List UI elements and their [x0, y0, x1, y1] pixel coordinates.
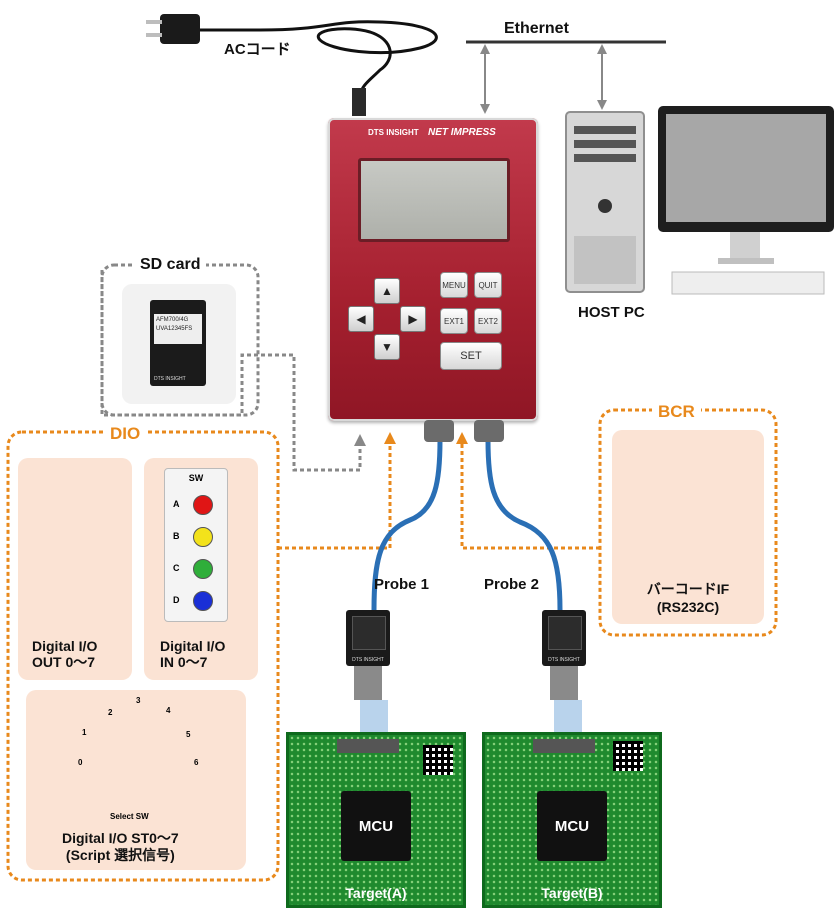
- probe2-brand: DTS INSIGHT: [548, 657, 580, 663]
- probe2-connector: [474, 420, 504, 442]
- switch-d-label: D: [173, 595, 180, 605]
- quit-button[interactable]: QUIT: [474, 272, 502, 298]
- target-a-label: Target(A): [345, 885, 407, 901]
- target-b-label: Target(B): [541, 885, 603, 901]
- ethernet-label: Ethernet: [504, 20, 569, 37]
- target-a-mcu-chip: MCU: [341, 791, 411, 861]
- rotary-pos-6: 6: [194, 758, 199, 767]
- dio-out-label: Digital I/O OUT 0〜7: [32, 638, 97, 670]
- probe2-label: Probe 2: [484, 576, 540, 593]
- ac-cord-label: ACコード: [224, 41, 291, 58]
- set-button[interactable]: SET: [440, 342, 502, 370]
- net-impress-device: DTS INSIGHT NET IMPRESS ▲ ◀ ▶ ▼ MENU QUI…: [328, 118, 538, 421]
- dio-st-sub: (Script 選択信号): [65, 847, 175, 863]
- host-pc-label: HOST PC: [578, 304, 645, 321]
- sd-card-label: SD card: [134, 256, 207, 274]
- probe1-connector: [424, 420, 454, 442]
- ext2-button[interactable]: EXT2: [474, 308, 502, 334]
- dio-out-panel: Digital I/O OUT 0〜7: [18, 458, 132, 680]
- ext1-button[interactable]: EXT1: [440, 308, 468, 334]
- target-b-header: [533, 739, 595, 753]
- rotary-select-switch[interactable]: [96, 724, 184, 812]
- barcode-if-label: バーコードIF: [646, 581, 730, 597]
- switch-box: SW A B C D: [164, 468, 228, 622]
- switch-b-button[interactable]: [193, 527, 213, 547]
- device-brand: DTS INSIGHT: [368, 128, 419, 137]
- down-arrow-button[interactable]: ▼: [374, 334, 400, 360]
- probe1-brand: DTS INSIGHT: [352, 657, 384, 663]
- menu-button[interactable]: MENU: [440, 272, 468, 298]
- dio-st-label: Digital I/O ST0〜7 (Script 選択信号): [62, 830, 179, 864]
- sd-card-brand: DTS INSIGHT: [154, 376, 186, 382]
- switch-b-label: B: [173, 531, 180, 541]
- target-a-board: MCU Target(A): [286, 732, 466, 908]
- dio-title: DIO: [104, 424, 147, 444]
- left-arrow-button[interactable]: ◀: [348, 306, 374, 332]
- target-a-qr-icon: [423, 745, 453, 775]
- switch-c-button[interactable]: [193, 559, 213, 579]
- rotary-pos-4: 4: [166, 706, 171, 715]
- barcode-reader-icon: [630, 450, 744, 574]
- dio-out-range: OUT 0〜7: [32, 654, 96, 670]
- sd-card-model: AFM700/4G: [156, 317, 189, 323]
- dio-st-panel: 0 1 2 3 4 5 6 Select SW Digital I/O ST0〜…: [26, 690, 246, 870]
- rotary-pos-0: 0: [78, 758, 83, 767]
- bcr-label: バーコードIF (RS232C): [612, 580, 764, 616]
- sd-card-panel: AFM700/4G UVA12345FS DTS INSIGHT: [122, 284, 236, 404]
- switch-d-button[interactable]: [193, 591, 213, 611]
- rotary-pos-5: 5: [186, 730, 191, 739]
- rs232c-label: (RS232C): [656, 599, 720, 615]
- bcr-panel: バーコードIF (RS232C): [612, 430, 764, 624]
- dio-in-range: IN 0〜7: [160, 654, 208, 670]
- dio-in-label: Digital I/O IN 0〜7: [160, 638, 225, 670]
- target-b-board: MCU Target(B): [482, 732, 662, 908]
- rotary-pos-2: 2: [108, 708, 113, 717]
- rotary-pos-3: 3: [136, 696, 141, 705]
- probe2-unit: DTS INSIGHT: [542, 610, 586, 666]
- probe1-connector-head: [354, 666, 382, 700]
- up-arrow-button[interactable]: ▲: [374, 278, 400, 304]
- right-arrow-button[interactable]: ▶: [400, 306, 426, 332]
- dio-in-title: Digital I/O: [160, 638, 226, 654]
- sd-card-image: AFM700/4G UVA12345FS DTS INSIGHT: [150, 300, 206, 386]
- target-b-qr-icon: [613, 741, 643, 771]
- probe2-connector-head: [550, 666, 578, 700]
- switch-a-label: A: [173, 499, 180, 509]
- dio-st-title: Digital I/O ST0〜7: [62, 830, 179, 846]
- switch-box-title: SW: [188, 473, 204, 483]
- probe1-unit: DTS INSIGHT: [346, 610, 390, 666]
- device-product-name: NET IMPRESS: [428, 127, 496, 138]
- signal-tower-icon: [40, 470, 110, 615]
- device-lcd-screen: [358, 158, 510, 242]
- host-pc-image: [566, 112, 834, 302]
- select-sw-label: Select SW: [110, 812, 149, 821]
- switch-a-button[interactable]: [193, 495, 213, 515]
- target-a-header: [337, 739, 399, 753]
- sd-card-serial: UVA12345FS: [156, 326, 193, 332]
- rotary-pos-1: 1: [82, 728, 87, 737]
- dio-out-title: Digital I/O: [32, 638, 98, 654]
- switch-c-label: C: [173, 563, 180, 573]
- bcr-title: BCR: [652, 402, 701, 422]
- probe1-label: Probe 1: [374, 576, 430, 593]
- dio-in-panel: SW A B C D Digital I/O IN 0〜7: [144, 458, 258, 680]
- target-b-mcu-chip: MCU: [537, 791, 607, 861]
